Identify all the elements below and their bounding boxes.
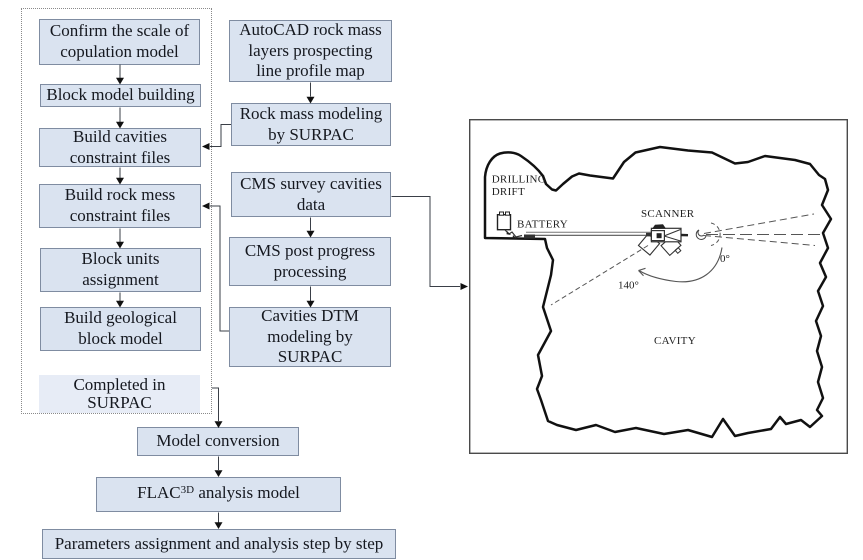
svg-text:CAVITY: CAVITY (654, 335, 696, 347)
svg-text:0°: 0° (720, 253, 730, 265)
svg-text:DRIFT: DRIFT (492, 186, 525, 198)
svg-text:SCANNER: SCANNER (641, 208, 695, 220)
svg-text:140°: 140° (618, 280, 639, 292)
svg-text:DRILLING: DRILLING (492, 174, 546, 186)
svg-text:BATTERY: BATTERY (517, 219, 568, 231)
